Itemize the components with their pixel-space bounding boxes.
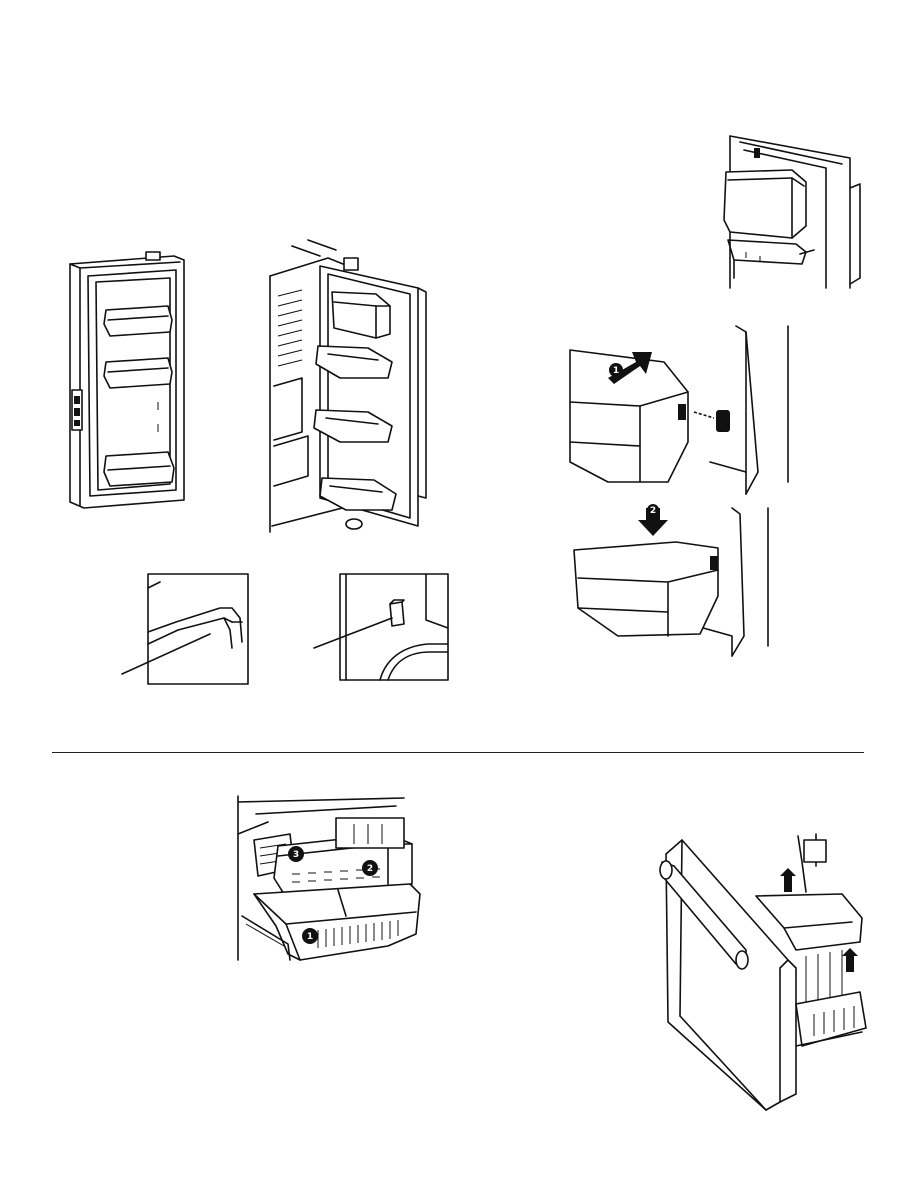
- door-support-tab-icon: [312, 572, 452, 682]
- door-dairy-compartment-icon: [700, 128, 866, 290]
- bin-edge-detail-icon: [120, 572, 252, 686]
- open-refrigerator-door-icon: [268, 236, 438, 536]
- svg-text:1: 1: [307, 932, 313, 942]
- bin-install-step-1-figure: 1: [568, 322, 790, 494]
- open-door-bins-figure: [268, 236, 438, 536]
- basket-badge-3: 3: [288, 846, 304, 862]
- lower-basket: [254, 884, 420, 960]
- press-down-arrow-icon: 2: [638, 504, 668, 536]
- basket-badge-2: 2: [362, 860, 378, 876]
- section-divider: [52, 752, 864, 753]
- svg-text:3: 3: [293, 850, 299, 860]
- door-bin: [104, 452, 174, 486]
- freezer-baskets-figure: 3 2 1: [228, 794, 424, 966]
- step-badge: 2: [650, 506, 656, 516]
- freezer-basket-removal-figure: [656, 832, 866, 1112]
- bin-install-step-2-figure: 2: [572, 496, 774, 660]
- basket-badge-1: 1: [302, 928, 318, 944]
- freezer-drawer-baskets-icon: 3 2 1: [228, 794, 424, 966]
- support-tab-detail-callout: [312, 572, 452, 682]
- step-badge: 1: [613, 366, 619, 376]
- bin-edge-detail-callout: [120, 572, 252, 686]
- dairy-compartment-figure: [700, 128, 866, 290]
- door-bins-figure: [62, 250, 192, 512]
- refrigerator-door-icon: [62, 250, 192, 512]
- svg-text:2: 2: [367, 864, 373, 874]
- push-bin-back-icon: 1: [568, 322, 790, 494]
- door-bin: [104, 358, 172, 388]
- door-bin: [104, 306, 172, 336]
- lift-basket-out-icon: [656, 832, 866, 1112]
- press-bin-down-icon: 2: [572, 496, 774, 660]
